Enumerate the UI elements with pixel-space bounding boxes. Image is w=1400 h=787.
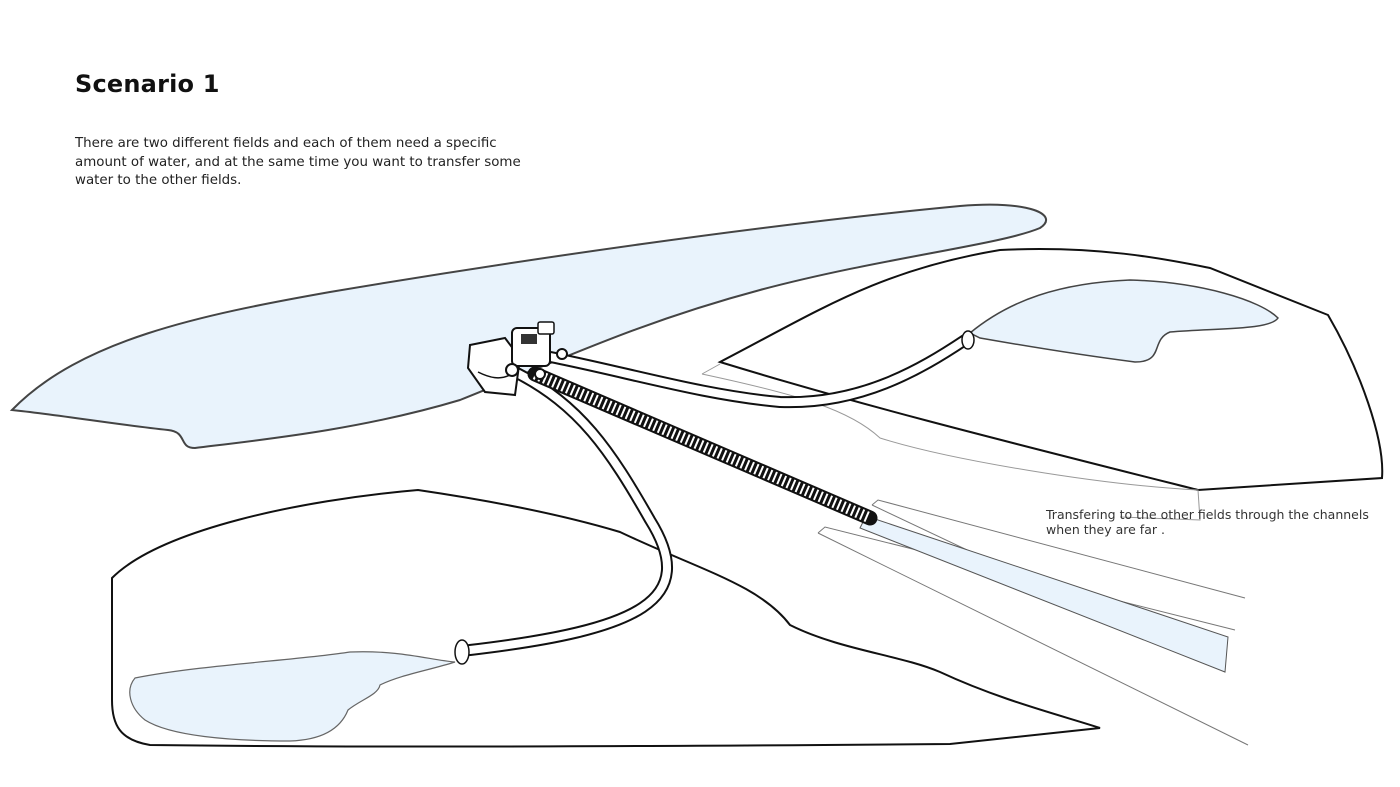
page-title: Scenario 1 xyxy=(75,70,220,98)
lower-left-water-field xyxy=(129,651,456,742)
right-water-field xyxy=(968,279,1279,363)
channel-water xyxy=(859,515,1229,673)
right-field-outline xyxy=(717,248,1384,492)
lower-left-field-outline xyxy=(111,488,1101,748)
scenario-description: There are two different fields and each … xyxy=(75,136,521,188)
pump-valve-device xyxy=(466,321,568,397)
right-hose-nozzle xyxy=(961,330,975,350)
right-field-inner-lines xyxy=(701,363,1201,521)
channel-lines xyxy=(817,499,1249,746)
top-left-water-field xyxy=(9,203,1047,450)
channels-annotation: Transfering to the other fields through … xyxy=(1046,507,1369,537)
lower-hose-nozzle xyxy=(454,639,470,665)
